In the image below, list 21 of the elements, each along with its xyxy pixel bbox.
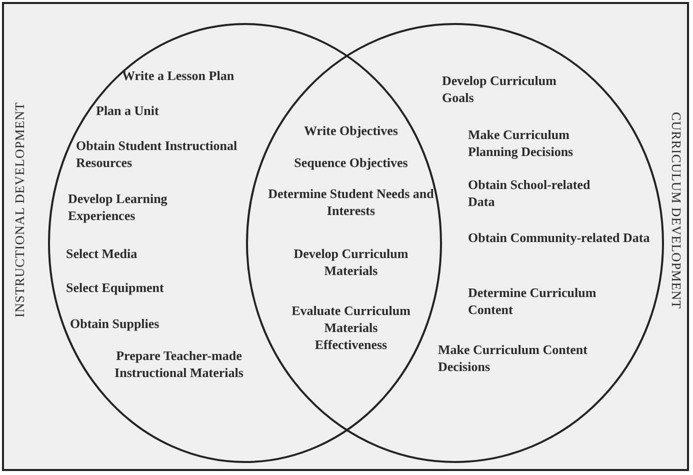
overlap-item-text: Evaluate Curriculum Materials Effectiveness <box>291 302 411 353</box>
item-text: Obtain Supplies <box>70 315 160 332</box>
overlap-item-text: Sequence Objectives <box>293 154 409 171</box>
circle-heading: CURRICULUM DEVELOPMENT <box>668 112 684 309</box>
item-text: Develop Curriculum Goals <box>442 72 558 106</box>
circle-heading: INSTRUCTIONAL DEVELOPMENT <box>12 102 28 318</box>
item-text: Make Curriculum Planning Decisions <box>468 126 574 160</box>
item-text: Write a Lesson Plan <box>122 67 236 84</box>
item-text: Obtain Student Instructional Resources <box>76 137 238 171</box>
item-text: Determine Curriculum Content <box>468 284 598 318</box>
item-text: Make Curriculum Content Decisions <box>438 341 588 375</box>
item-text: Obtain Community-related Data <box>468 229 651 246</box>
item-text: Develop Learning Experiences <box>68 190 168 224</box>
overlap-item-text: Develop Curriculum Materials <box>292 245 410 279</box>
item-text: Select Equipment <box>66 279 165 296</box>
item-text: Select Media <box>66 245 138 262</box>
item-text: Obtain School-related Data <box>468 176 592 210</box>
overlap-item-text: Write Objectives <box>303 122 399 139</box>
item-text: Plan a Unit <box>96 102 160 119</box>
item-text: Prepare Teacher-made Instructional Materials <box>114 347 244 381</box>
overlap-item-text: Determine Student Needs and Interests <box>267 185 435 219</box>
